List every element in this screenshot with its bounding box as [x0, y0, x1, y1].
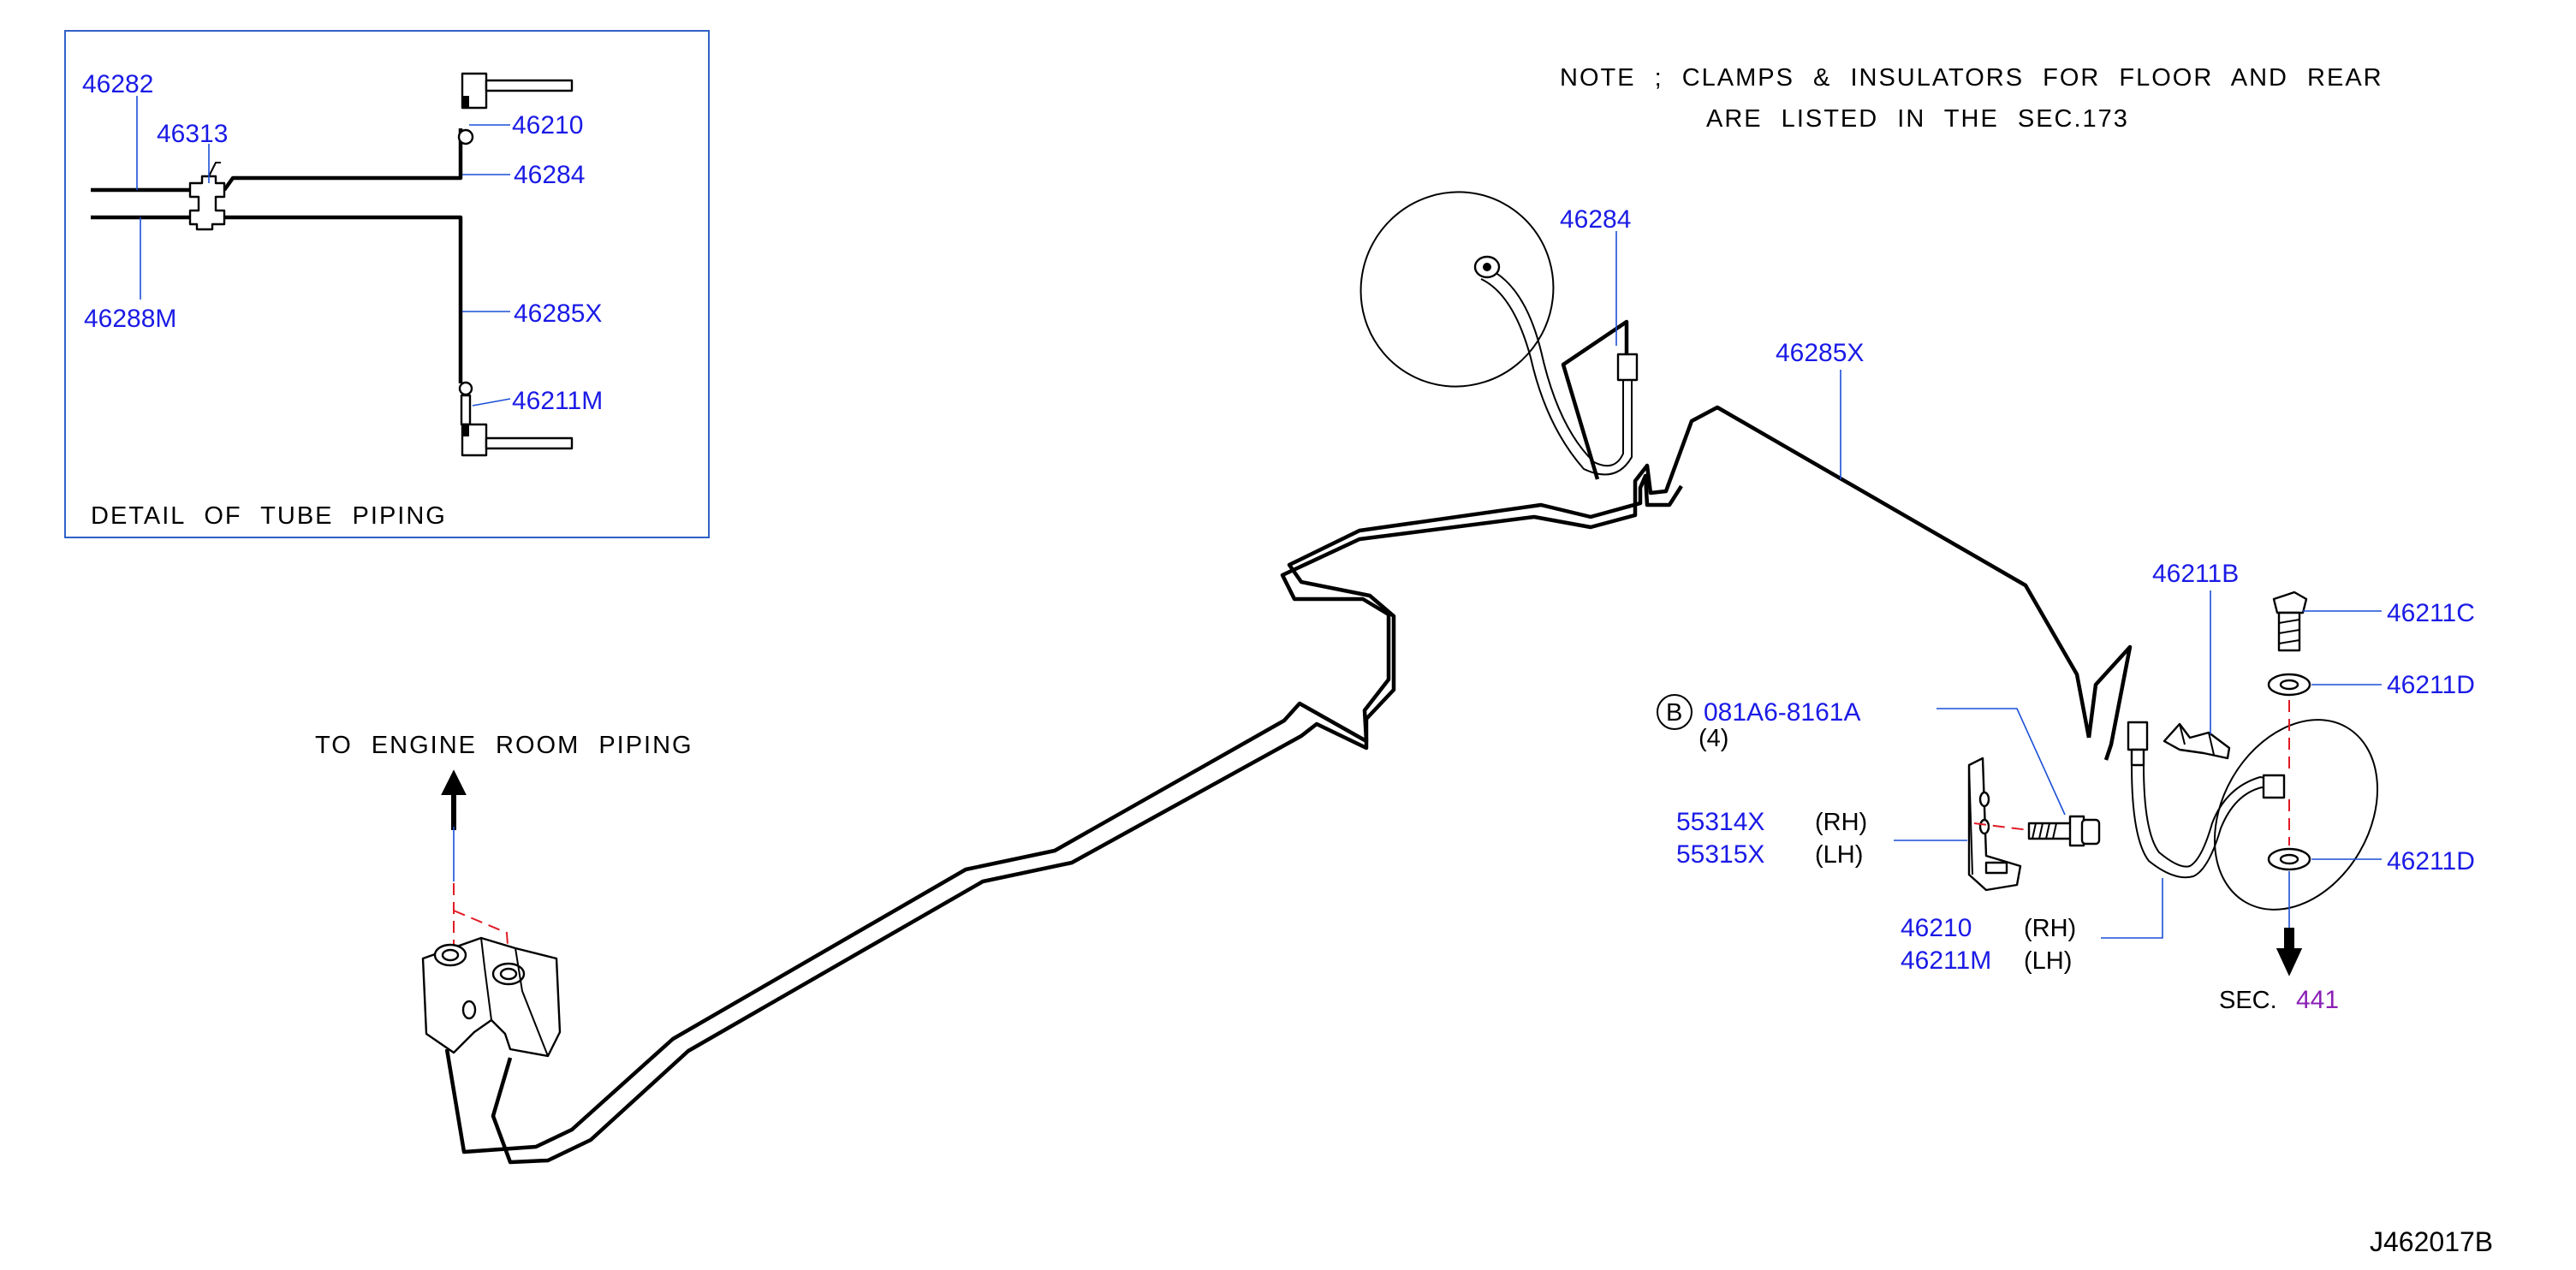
port-right-inner — [499, 967, 518, 981]
hose-callout-circle-lower — [2213, 719, 2379, 911]
hose-fitting-body — [2127, 721, 2149, 751]
bolt-badge-circle — [1657, 694, 1693, 730]
fitting-top-mark — [462, 96, 469, 108]
bolt-badge-letter: B — [1666, 699, 1682, 727]
block-edge-2 — [515, 947, 549, 1057]
connector-46313 — [188, 175, 226, 231]
label-bracket-lh-side: (LH) — [1815, 841, 1863, 869]
branch-46284: 46284 — [1359, 191, 1639, 480]
sec-number-link[interactable]: 441 — [2296, 986, 2339, 1014]
tube-46285x-detail — [224, 215, 463, 383]
bolt-hidden-line — [1973, 822, 2030, 831]
block-edge-1 — [480, 937, 492, 1021]
label-46313: 46313 — [157, 120, 228, 148]
label-hose-rh-side: (RH) — [2024, 915, 2076, 942]
detail-tube-piping-box: 46282 46313 46210 46284 46288M 46285X 46… — [64, 30, 710, 538]
main-tube-46285x — [444, 405, 2133, 1165]
label-46211c: 46211C — [2387, 599, 2475, 627]
label-bracket-rh: 55314X — [1676, 808, 1764, 836]
junction-block: TO ENGINE ROOM PIPING — [315, 732, 693, 1058]
fitting-top-joint — [457, 128, 474, 145]
tube-46284-main — [1561, 319, 1629, 480]
main-tube-inner — [491, 473, 1683, 1165]
leader-46211m — [472, 398, 511, 407]
bolt-thread — [2032, 822, 2057, 840]
label-bolt-part: 081A6-8161A — [1704, 698, 1861, 727]
fitting-bottom-bracket — [485, 436, 574, 450]
sec-prefix: SEC. — [2219, 987, 2277, 1014]
main-tube-end-bend — [2086, 644, 2133, 761]
hose-callout-circle-upper — [1359, 191, 1555, 388]
label-46285x-main: 46285X — [1776, 339, 1864, 367]
hose-joint-upper — [1616, 353, 1639, 382]
label-bolt-qty: (4) — [1698, 725, 1728, 752]
label-46284-main: 46284 — [1560, 205, 1631, 234]
hose-outer-line — [1484, 266, 1624, 467]
label-46211d-top: 46211D — [2387, 671, 2475, 699]
fitting-bottom-joint — [458, 381, 473, 396]
label-46285x-detail: 46285X — [514, 300, 602, 328]
bracket-slot — [1984, 861, 2008, 875]
arrow-up-icon — [441, 769, 467, 830]
bracket-hole-2 — [1978, 818, 1990, 835]
brake-hose-inner — [2143, 764, 2282, 868]
main-tube-outer — [444, 405, 2091, 1154]
note-line-2: ARE LISTED IN THE SEC.173 — [1706, 105, 2129, 133]
bracket-55314x — [1967, 757, 2022, 892]
fitting-bottom-mark — [462, 424, 469, 436]
mount-hole — [461, 1000, 477, 1020]
detail-title: DETAIL OF TUBE PIPING — [91, 502, 447, 530]
hose-banjo-end — [2262, 774, 2286, 799]
hose-inner-line — [1480, 278, 1633, 476]
union-bolt-head — [2272, 590, 2308, 614]
bracket-hole-1 — [1978, 791, 1990, 808]
fitting-bottom-hose — [460, 394, 472, 426]
drawing-code: J462017B — [2370, 1226, 2493, 1257]
label-46288m: 46288M — [84, 305, 176, 333]
lock-clip-46211b — [2163, 722, 2231, 760]
bolt-head — [2080, 818, 2101, 846]
label-bracket-lh: 55315X — [1676, 840, 1764, 869]
label-hose-lh: 46211M — [1901, 947, 1991, 975]
fitting-top-bracket — [485, 79, 574, 92]
leader-hose — [2101, 878, 2163, 939]
to-engine-room-label: TO ENGINE ROOM PIPING — [315, 732, 693, 759]
label-46210-detail: 46210 — [512, 111, 583, 139]
bracket-edge — [1968, 764, 1973, 875]
lock-clip-fold — [2179, 723, 2215, 756]
label-hose-lh-side: (LH) — [2024, 947, 2072, 975]
label-46211d-bottom: 46211D — [2387, 847, 2475, 875]
arrow-down-icon — [2276, 928, 2303, 976]
hose-fitting-neck — [2130, 748, 2145, 767]
washer-bottom-hole — [2279, 853, 2299, 865]
label-hose-rh: 46210 — [1901, 914, 1972, 942]
port-left-inner — [441, 948, 460, 962]
brake-hose-outer — [2131, 764, 2282, 879]
tube-46284-detail — [223, 128, 463, 192]
note-line-1: NOTE ; CLAMPS & INSULATORS FOR FLOOR AND… — [1560, 64, 2383, 92]
label-46284-detail: 46284 — [514, 161, 585, 189]
label-46211b: 46211B — [2152, 560, 2239, 588]
rear-hose-assembly: B 081A6-8161A (4) 55314X (RH) 55315X (LH… — [1657, 560, 2475, 1014]
leader-bolt — [1936, 708, 2066, 816]
label-46211m-detail: 46211M — [512, 387, 603, 415]
label-bracket-rh-side: (RH) — [1815, 809, 1867, 836]
union-bolt-thread — [2278, 619, 2300, 644]
hidden-line-diagonal — [453, 910, 509, 959]
hose-end-bolt — [1483, 263, 1491, 271]
washer-top-hole — [2279, 679, 2299, 691]
detail-frame — [64, 30, 710, 538]
label-46282: 46282 — [82, 70, 153, 98]
connector-tab — [208, 162, 221, 177]
